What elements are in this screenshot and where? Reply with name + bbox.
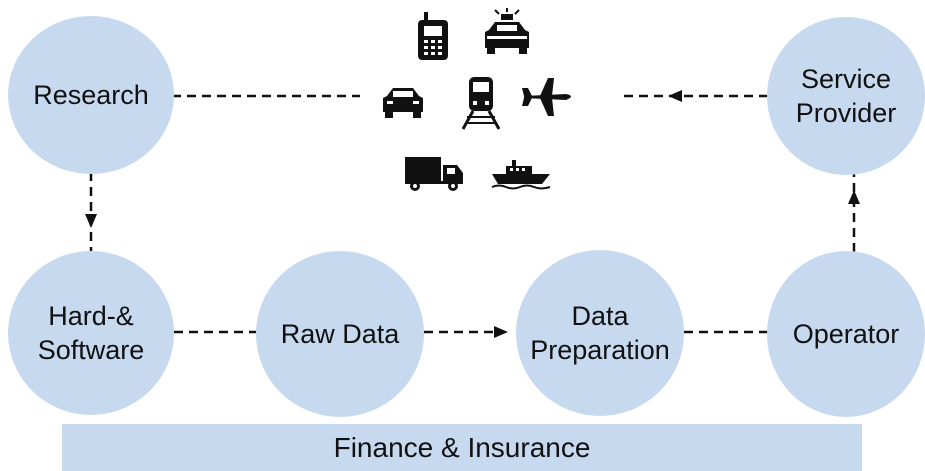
connector-operator-provider-arrowhead (848, 190, 860, 204)
airplane-icon (522, 78, 571, 116)
police-car-icon (485, 8, 529, 54)
truck-icon (405, 157, 463, 191)
connector-research-hardware-arrowhead (85, 214, 97, 228)
finance-insurance-banner: Finance & Insurance (62, 424, 862, 471)
node-service-provider: Service Provider (767, 17, 925, 175)
node-research: Research (8, 16, 174, 174)
node-operator: Operator (767, 251, 925, 417)
train-icon (461, 77, 501, 130)
banner-label: Finance & Insurance (333, 431, 591, 463)
node-hardware-software-label: Hard-& Software (37, 301, 145, 365)
mobile-phone-icon (418, 12, 448, 60)
connector-rawdata-preparation-arrowhead (494, 326, 508, 338)
node-data-preparation-label: Data Preparation (530, 301, 670, 365)
node-research-label: Research (33, 80, 149, 110)
connector-provider-transport-arrowhead (668, 90, 682, 102)
node-data-preparation: Data Preparation (516, 250, 684, 416)
node-raw-data: Raw Data (256, 251, 424, 417)
node-hardware-software: Hard-& Software (8, 251, 174, 415)
car-icon (383, 88, 423, 118)
node-raw-data-label: Raw Data (280, 319, 400, 349)
ship-icon (491, 160, 551, 190)
node-operator-label: Operator (792, 319, 900, 349)
node-service-provider-label: Service Provider (795, 64, 897, 128)
